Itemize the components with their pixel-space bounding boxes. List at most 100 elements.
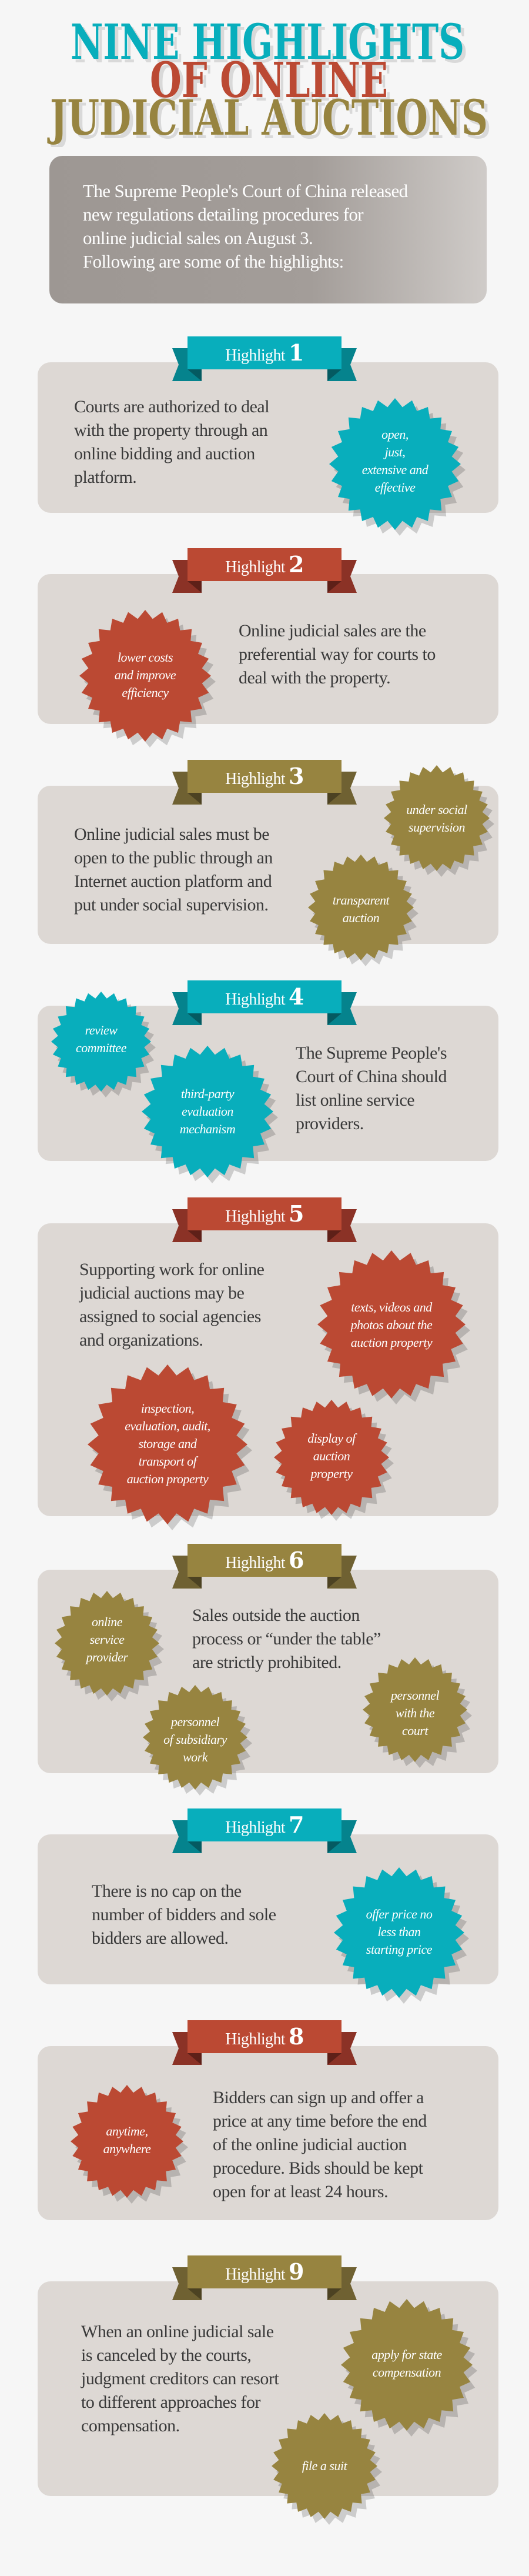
badge-text-line: and improve xyxy=(114,668,176,682)
badge-text-line: offer price no xyxy=(366,1907,433,1921)
starburst-icon xyxy=(384,765,494,877)
badge-text-line: online xyxy=(92,1614,123,1629)
starburst-fill xyxy=(334,1867,464,1998)
intro-line: online judicial sales on August 3. xyxy=(83,228,313,248)
ribbon-number: 9 xyxy=(289,2258,304,2285)
badge-text-line: inspection, xyxy=(140,1401,195,1416)
badge-text-line: less than xyxy=(377,1924,421,1939)
highlight-text-line: Sales outside the auction xyxy=(192,1606,360,1625)
badge-text-line: work xyxy=(183,1750,208,1764)
ribbon-fold-right xyxy=(327,1841,341,1853)
badge-text-line: property xyxy=(310,1466,353,1481)
ribbon-band xyxy=(188,548,341,581)
badge-text-line: lower costs xyxy=(117,650,173,665)
highlight-text-line: When an online judicial sale xyxy=(81,2322,274,2341)
badge-text-line: third-party xyxy=(180,1086,235,1101)
badge-text-line: court xyxy=(402,1723,428,1738)
ribbon-shape xyxy=(172,980,357,1025)
ribbon-shape xyxy=(172,2255,357,2300)
ribbon-fold-right xyxy=(327,2053,341,2065)
highlight-text-line: judgment creditors can resort xyxy=(81,2369,279,2388)
starburst-fill xyxy=(55,1591,159,1696)
highlight-text-line: with the property through an xyxy=(74,421,268,440)
ribbon-shape xyxy=(172,1544,357,1589)
ribbon-fold-left xyxy=(188,1230,202,1242)
starburst-fill xyxy=(308,855,414,960)
ribbon-fold-left xyxy=(188,581,202,593)
ribbon-fold-left xyxy=(188,1577,202,1589)
highlight-text-line: judicial auctions may be xyxy=(79,1283,245,1303)
badge-text-line: auction xyxy=(342,910,380,925)
ribbon-label-text: Highlight xyxy=(225,2030,286,2048)
badge-text-line: mechanism xyxy=(179,1122,236,1136)
intro-line: new regulations detailing procedures for xyxy=(83,204,364,225)
starburst-icon xyxy=(329,398,466,536)
ribbon-shape xyxy=(172,1197,357,1242)
highlight-text-line: providers. xyxy=(296,1114,364,1133)
badge-text-line: auction property xyxy=(126,1471,209,1486)
title-line-1: NINE HIGHLIGHTS xyxy=(71,14,464,71)
starburst-icon xyxy=(363,1657,472,1768)
highlight-text-line: of the online judicial auction xyxy=(213,2135,407,2154)
badge-text-line: committee xyxy=(76,1040,126,1055)
highlight-text-line: Supporting work for online xyxy=(79,1260,264,1279)
ribbon-label-text: Highlight xyxy=(225,770,286,788)
highlight-text-line: list online service xyxy=(296,1090,415,1110)
starburst-fill xyxy=(317,1250,466,1399)
badge-text-line: compensation xyxy=(372,2365,441,2380)
highlight-text-line: Online judicial sales must be xyxy=(74,825,270,844)
badge-starburst: file a suit xyxy=(262,2404,387,2528)
ribbon-label-text: Highlight xyxy=(225,1818,286,1837)
starburst-icon xyxy=(308,855,418,966)
ribbon-band xyxy=(188,760,341,793)
highlight-text-line: preferential way for courts to xyxy=(239,645,436,664)
highlight-text-line: and organizations. xyxy=(79,1330,203,1350)
badge-text-line: personnel xyxy=(170,1714,220,1729)
starburst-icon xyxy=(317,1250,470,1404)
ribbon-fold-left xyxy=(188,2288,202,2300)
badge-text-line: provider xyxy=(86,1650,128,1664)
ribbon-number: 1 xyxy=(289,339,304,366)
badge-text-line: transport of xyxy=(138,1454,197,1469)
badge-text-line: with the xyxy=(395,1706,435,1720)
badge-text-line: efficiency xyxy=(122,685,169,700)
title: NINE HIGHLIGHTS OF ONLINE JUDICIAL AUCTI… xyxy=(47,14,488,146)
highlight-text-line: are strictly prohibited. xyxy=(192,1653,341,1672)
starburst-fill xyxy=(142,1046,273,1177)
highlight-text-line: online bidding and auction xyxy=(74,444,255,463)
badge-text-line: transparent xyxy=(332,893,390,907)
ribbon-label-text: Highlight xyxy=(225,1554,286,1572)
badge-text-line: file a suit xyxy=(302,2458,347,2473)
highlight-text-line: number of bidders and sole xyxy=(92,1905,276,1924)
badge-text-line: apply for state xyxy=(371,2347,442,2362)
ribbon-fold-right xyxy=(327,1230,341,1242)
badge-text-line: anywhere xyxy=(103,2141,151,2156)
ribbon-fold-left xyxy=(188,369,202,381)
badge-text-line: auction property xyxy=(350,1335,433,1350)
badge-text-line: supervision xyxy=(409,820,465,835)
badge-text-line: extensive and xyxy=(361,462,428,477)
badge-text-line: review xyxy=(85,1023,118,1037)
badge-text-line: of subsidiary xyxy=(163,1732,227,1747)
highlight-text-line: to different approaches for xyxy=(81,2393,260,2412)
ribbon-band xyxy=(188,1197,341,1230)
badge-text-line: photos about the xyxy=(350,1317,433,1332)
ribbon-shape xyxy=(172,2020,357,2065)
starburst-icon xyxy=(71,2085,188,2204)
starburst-icon xyxy=(143,1685,252,1796)
title-line-2: OF ONLINE xyxy=(150,52,388,109)
